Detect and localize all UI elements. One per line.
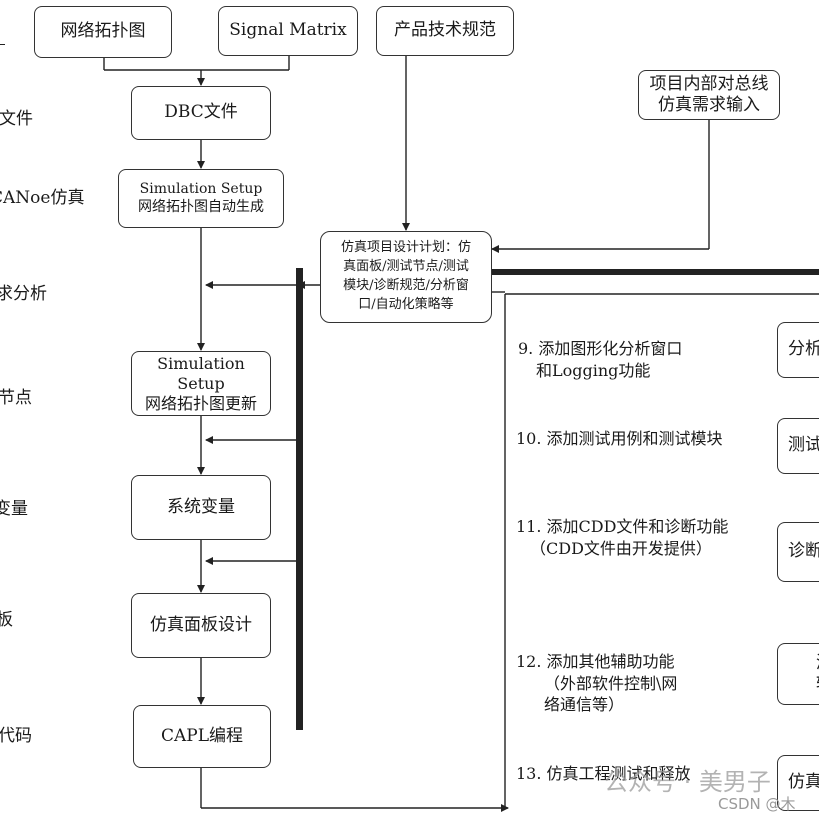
network-topology-box: 网络拓扑图 <box>34 6 172 58</box>
left-tick <box>0 44 5 46</box>
simulation-plan-box: 仿真项目设计计划：仿 真面板/测试节点/测试 模块/诊断规范/分析窗 口/自动化… <box>320 231 492 323</box>
left-label-node: 节点 <box>0 388 32 408</box>
left-label-canoe: CANoe仿真 <box>0 188 85 208</box>
right-box-release-text: 仿真 <box>788 772 819 793</box>
left-label-analysis: 求分析 <box>0 284 47 304</box>
right-box-aux: 添 辅 <box>777 643 819 705</box>
system-variable-box: 系统变量 <box>131 475 271 540</box>
left-label-panel: 板 <box>0 610 13 630</box>
bus-requirement-line1: 项目内部对总线 <box>649 73 769 94</box>
right-box-aux-line1: 添 <box>788 653 819 674</box>
system-variable-text: 系统变量 <box>167 496 235 517</box>
step-11-line1: 11. 添加CDD文件和诊断功能 <box>516 517 729 536</box>
step-12-line1: 12. 添加其他辅助功能 <box>516 652 675 671</box>
product-spec-text: 产品技术规范 <box>394 20 496 41</box>
bus-requirement-box: 项目内部对总线 仿真需求输入 <box>638 70 780 120</box>
step-9-line2: 和Logging功能 <box>536 360 651 380</box>
right-box-aux-line2: 辅 <box>788 674 819 695</box>
dbc-file-text: DBC文件 <box>164 102 238 123</box>
setup-update-box: Simulation Setup 网络拓扑图更新 <box>131 351 271 416</box>
right-box-release: 仿真 <box>777 755 819 811</box>
left-label-file: 文件 <box>0 109 33 129</box>
right-box-diagnosis-text: 诊断 <box>788 541 819 562</box>
network-topology-text: 网络拓扑图 <box>60 21 146 42</box>
capl-text: CAPL编程 <box>160 725 243 746</box>
capl-box: CAPL编程 <box>133 705 271 768</box>
step-9: 9. 添加图形化分析窗口 和Logging功能 <box>518 338 682 381</box>
step-12: 12. 添加其他辅助功能 （外部软件控制\网 络通信等） <box>516 651 677 716</box>
step-12-line3: 络通信等） <box>544 695 625 715</box>
panel-design-box: 仿真面板设计 <box>131 593 271 658</box>
step-11-line2: （CDD文件由开发提供） <box>530 538 712 558</box>
plan-line4: 口/自动化策略等 <box>358 296 454 312</box>
step-9-line1: 9. 添加图形化分析窗口 <box>518 339 683 358</box>
setup-generate-line1: Simulation Setup <box>139 181 263 197</box>
watermark-line1: 公众号 · 美男子 <box>604 768 771 796</box>
left-label-variable: 变量 <box>0 499 28 519</box>
setup-generate-box: Simulation Setup 网络拓扑图自动生成 <box>118 169 284 228</box>
watermark-line2: CSDN @木 <box>718 795 796 813</box>
setup-update-line2: 网络拓扑图更新 <box>144 393 257 413</box>
setup-update-line1: Simulation Setup <box>157 353 245 393</box>
signal-matrix-box: Signal Matrix <box>218 6 358 56</box>
left-label-code: 代码 <box>0 726 32 746</box>
bus-requirement-line2: 仿真需求输入 <box>658 95 760 115</box>
panel-design-text: 仿真面板设计 <box>150 614 252 635</box>
right-box-analysis: 分析 <box>777 322 819 378</box>
step-12-line2: （外部软件控制\网 <box>544 673 678 693</box>
step-10: 10. 添加测试用例和测试模块 <box>516 428 723 450</box>
product-spec-box: 产品技术规范 <box>376 6 514 56</box>
setup-generate-line2: 网络拓扑图自动生成 <box>138 198 264 215</box>
step-13-line1: 13. 仿真工程测试和释放 <box>516 764 691 783</box>
right-box-analysis-text: 分析 <box>788 339 819 360</box>
step-10-line1: 10. 添加测试用例和测试模块 <box>516 429 723 448</box>
right-box-diagnosis: 诊断 <box>777 522 819 582</box>
step-11: 11. 添加CDD文件和诊断功能 （CDD文件由开发提供） <box>516 516 728 559</box>
step-13: 13. 仿真工程测试和释放 <box>516 763 691 785</box>
dbc-file-box: DBC文件 <box>131 86 271 140</box>
right-box-test: 测试 <box>777 418 819 474</box>
signal-matrix-text: Signal Matrix <box>229 20 347 41</box>
plan-line2: 真面板/测试节点/测试 <box>343 259 469 275</box>
plan-line3: 模块/诊断规范/分析窗 <box>343 278 469 293</box>
right-box-test-text: 测试 <box>788 435 819 456</box>
plan-line1: 仿真项目设计计划：仿 <box>340 240 471 256</box>
